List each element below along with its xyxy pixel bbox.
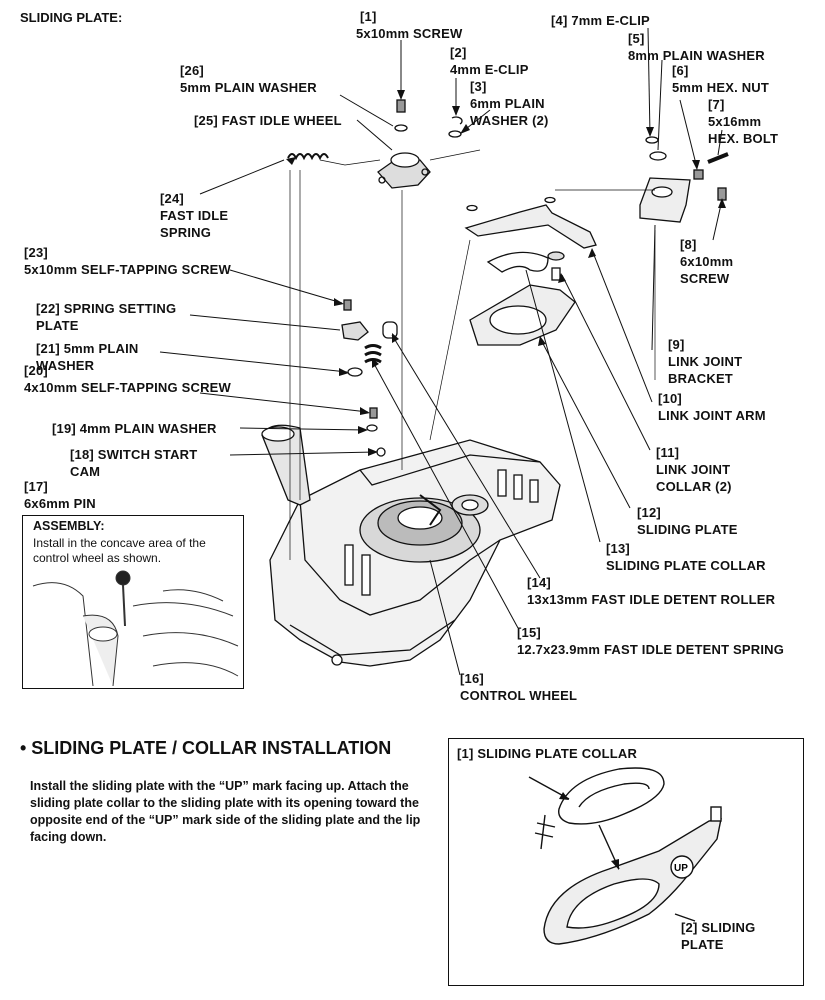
installation-instructions: Install the sliding plate with the “UP” … xyxy=(30,779,421,844)
assembly-text: Install in the concave area of the contr… xyxy=(33,536,206,565)
inset-collar xyxy=(558,767,665,825)
part-label-24: [24]FAST IDLE SPRING xyxy=(160,191,229,240)
part-label-14: [14]13x13mm FAST IDLE DETENT ROLLER xyxy=(527,575,776,607)
assembly-detail-illustration xyxy=(32,570,239,687)
part-label-1: [1]5x10mm SCREW xyxy=(356,9,463,41)
inset-plate-label: [2] SLIDING PLATE xyxy=(681,920,756,952)
collar-installation-inset: [1] SLIDING PLATE COLLAR [2] SLIDING PLA… xyxy=(448,738,804,986)
inset-illustration: UP xyxy=(528,767,722,945)
fast-idle-spring xyxy=(287,153,329,161)
link-joint-bracket xyxy=(639,177,691,223)
part-label-9: [9]LINK JOINT BRACKET xyxy=(668,337,743,386)
part-label-16: [16]CONTROL WHEEL xyxy=(460,671,578,703)
part-label-21: [21] 5mm PLAIN WASHER xyxy=(36,341,139,373)
up-mark: UP xyxy=(674,863,688,874)
part-label-18: [18] SWITCH START CAM xyxy=(70,447,198,479)
part-label-22: [22] SPRING SETTING PLATE xyxy=(36,301,177,333)
part-label-17: [17]6x6mm PIN xyxy=(24,479,96,511)
part-label-4: [4] 7mm E-CLIP xyxy=(551,13,650,28)
inset-collar-label: [1] SLIDING PLATE COLLAR xyxy=(457,746,638,761)
part-label-2: [2]4mm E-CLIP xyxy=(450,45,529,77)
part-label-5: [5]8mm PLAIN WASHER xyxy=(628,31,765,63)
part-label-11: [11]LINK JOINT COLLAR (2) xyxy=(656,445,732,494)
section-title: • SLIDING PLATE / COLLAR INSTALLATION xyxy=(20,738,392,758)
part-label-7: [7]5x16mm HEX. BOLT xyxy=(708,97,779,146)
assembly-detail-box: ASSEMBLY: Install in the concave area of… xyxy=(22,515,244,689)
part-label-6: [6]5mm HEX. NUT xyxy=(672,63,770,95)
part-label-15: [15]12.7x23.9mm FAST IDLE DETENT SPRING xyxy=(517,625,785,657)
link-joint-arm xyxy=(464,204,597,249)
part-label-20: [20]4x10mm SELF-TAPPING SCREW xyxy=(24,363,232,395)
part-label-13: [13]SLIDING PLATE COLLAR xyxy=(606,541,766,573)
fast-idle-wheel xyxy=(377,152,431,189)
fast-idle-detent-roller xyxy=(382,321,398,339)
part-label-12: [12]SLIDING PLATE xyxy=(637,505,738,537)
part-label-25: [25] FAST IDLE WHEEL xyxy=(194,113,342,128)
part-label-19: [19] 4mm PLAIN WASHER xyxy=(52,421,217,436)
spring-setting-plate xyxy=(341,321,369,341)
part-label-10: [10]LINK JOINT ARM xyxy=(658,391,766,423)
sliding-plate-collar xyxy=(486,251,549,273)
page-title: SLIDING PLATE: xyxy=(20,10,123,25)
part-label-23: [23]5x10mm SELF-TAPPING SCREW xyxy=(24,245,232,277)
assembly-title: ASSEMBLY: xyxy=(33,519,105,533)
part-label-26: [26]5mm PLAIN WASHER xyxy=(180,63,317,95)
part-label-3: [3]6mm PLAIN WASHER (2) xyxy=(470,79,549,128)
part-label-8: [8]6x10mm SCREW xyxy=(680,237,734,286)
